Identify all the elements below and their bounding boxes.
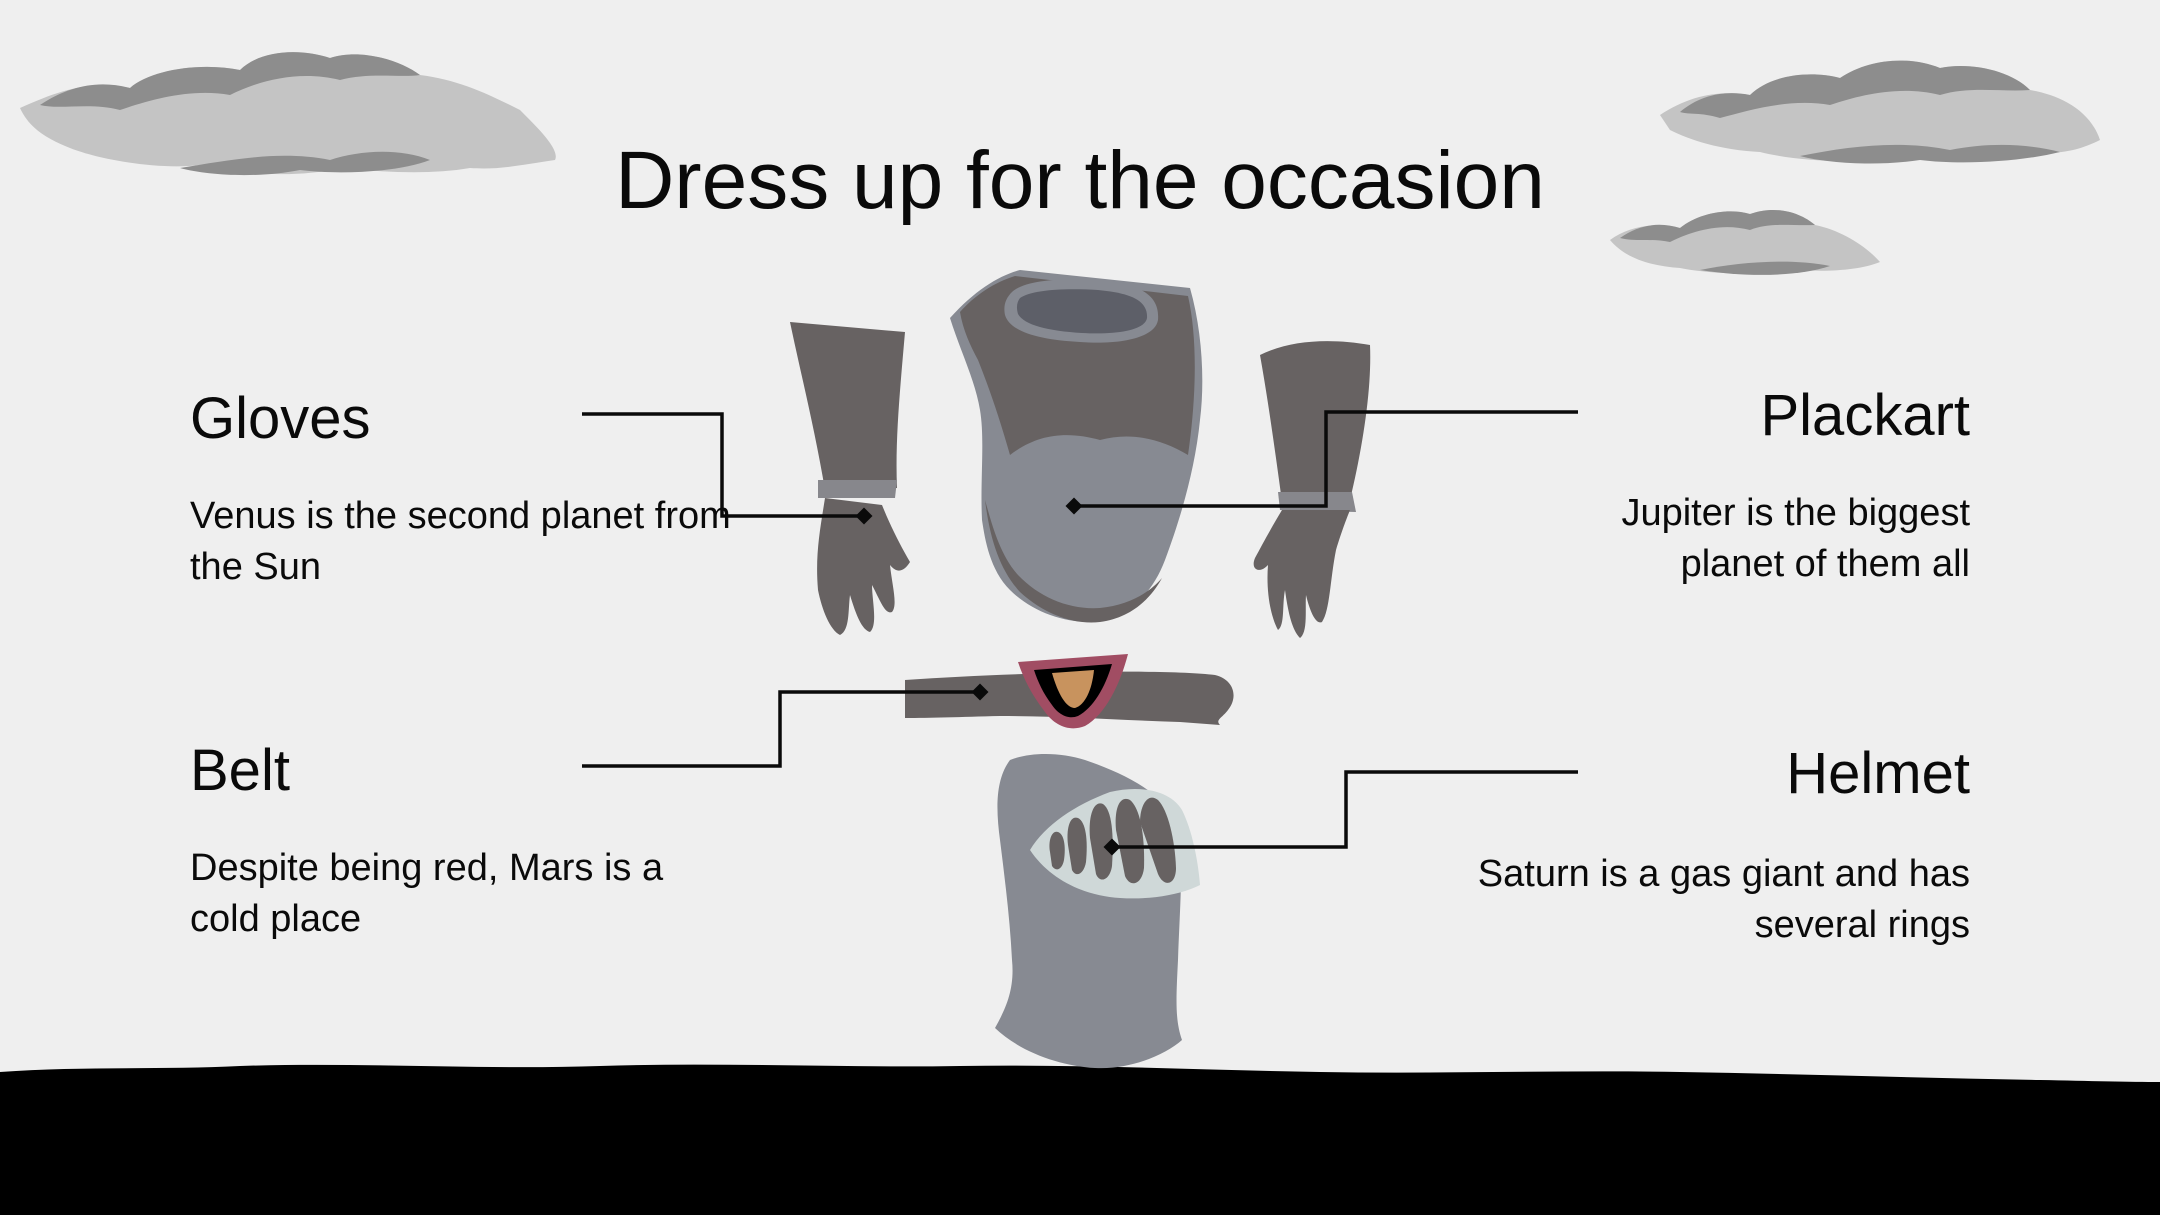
plackart-connector [1074,410,1578,508]
helmet-illustration [995,754,1200,1069]
cloud-small-right [1610,209,1880,275]
right-glove-illustration [1253,341,1371,638]
cloud-top-left [20,52,556,176]
gloves-label: Gloves [190,386,371,451]
cloud-top-right [1660,60,2100,164]
belt-description: Despite being red, Mars is a cold place [190,847,664,940]
belt-label: Belt [190,738,290,803]
plackart-label: Plackart [1760,383,1970,448]
left-glove-illustration [790,322,910,635]
belt-marker [971,683,989,701]
gloves-connector [582,412,864,518]
page-title: Dress up for the occasion [615,135,1545,226]
gloves-marker [855,507,873,525]
helmet-label: Helmet [1786,741,1970,806]
gloves-description: Venus is the second planet from the Sun [190,495,731,588]
helmet-description: Saturn is a gas giant and has several ri… [1477,853,1970,946]
helmet-connector [1112,770,1578,849]
helmet-marker [1103,838,1121,856]
belt-connector [582,690,980,768]
plackart-description: Jupiter is the biggest planet of them al… [1621,492,1970,585]
connector-markers [855,497,1121,856]
ground [0,1064,2160,1215]
plackart-illustration [950,270,1203,623]
connector-lines [582,410,1578,849]
belt-illustration [905,654,1234,729]
